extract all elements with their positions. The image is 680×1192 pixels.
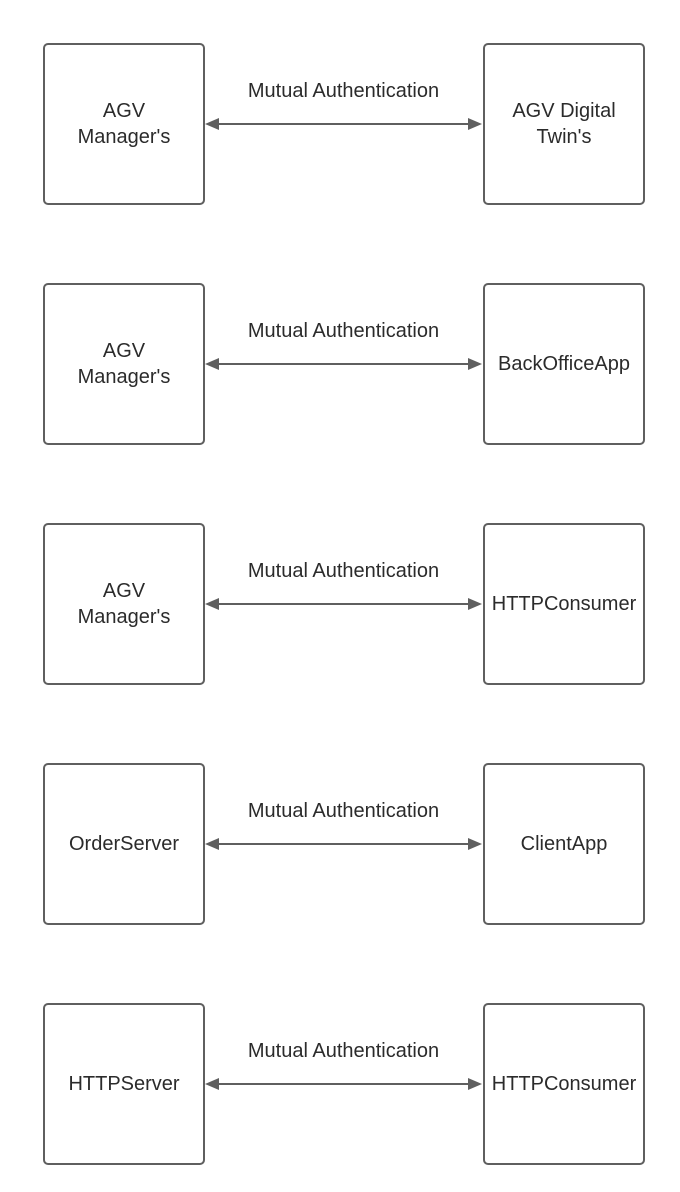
- node-agv-managers: AGV Manager's: [43, 43, 205, 205]
- node-label: HTTPServer: [68, 1073, 180, 1095]
- node-httpserver: HTTPServer: [43, 1003, 205, 1165]
- node-label: AGV Manager's: [77, 100, 171, 148]
- node-agv-managers: AGV Manager's: [43, 523, 205, 685]
- edge-label: Mutual Authentication: [247, 80, 440, 102]
- edge-label: Mutual Authentication: [247, 320, 440, 342]
- connection-row-3: AGV Manager's Mutual Authentication HTTP…: [0, 523, 680, 685]
- bidirectional-arrow: [205, 358, 482, 370]
- bidirectional-arrow: [205, 118, 482, 130]
- node-label: AGV Manager's: [77, 580, 171, 628]
- node-httpconsumer: HTTPConsumer: [483, 1003, 645, 1165]
- bidirectional-arrow: [205, 838, 482, 850]
- node-label: OrderServer: [68, 833, 180, 855]
- edge-label: Mutual Authentication: [247, 800, 440, 822]
- node-backofficeapp: BackOfficeApp: [483, 283, 645, 445]
- node-label: HTTPConsumer: [491, 1073, 637, 1095]
- connection-row-1: AGV Manager's Mutual Authentication AGV …: [0, 43, 680, 205]
- connection-row-5: HTTPServer Mutual Authentication HTTPCon…: [0, 1003, 680, 1165]
- edge-label: Mutual Authentication: [247, 560, 440, 582]
- node-label: HTTPConsumer: [491, 593, 637, 615]
- bidirectional-arrow: [205, 598, 482, 610]
- edge-label: Mutual Authentication: [247, 1040, 440, 1062]
- connection-row-2: AGV Manager's Mutual Authentication Back…: [0, 283, 680, 445]
- connection-row-4: OrderServer Mutual Authentication Client…: [0, 763, 680, 925]
- node-label: AGV Digital Twin's: [512, 100, 616, 148]
- node-label: BackOfficeApp: [498, 353, 630, 375]
- node-label: AGV Manager's: [77, 340, 171, 388]
- node-clientapp: ClientApp: [483, 763, 645, 925]
- node-label: ClientApp: [520, 833, 608, 855]
- node-orderserver: OrderServer: [43, 763, 205, 925]
- node-agv-managers: AGV Manager's: [43, 283, 205, 445]
- node-httpconsumer: HTTPConsumer: [483, 523, 645, 685]
- node-agv-digital-twins: AGV Digital Twin's: [483, 43, 645, 205]
- bidirectional-arrow: [205, 1078, 482, 1090]
